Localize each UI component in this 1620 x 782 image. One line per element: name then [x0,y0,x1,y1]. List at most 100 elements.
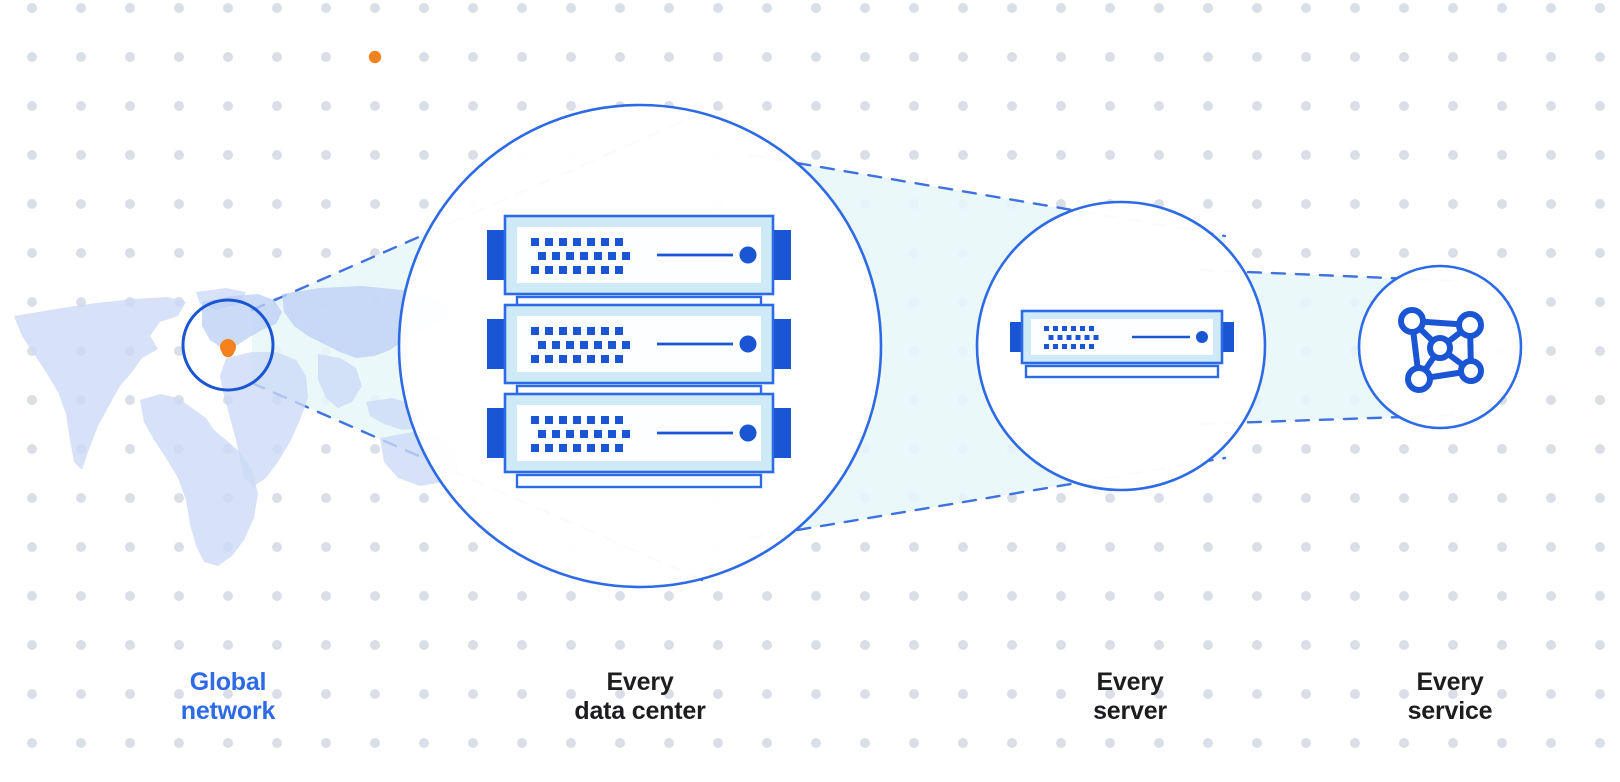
stage-global-network [181,298,275,392]
server-vent-dot [1089,326,1094,331]
rack-vent-dot [559,238,567,246]
node-graph-node [1405,365,1433,393]
grid-dot [1497,199,1507,209]
grid-dot [1546,444,1556,454]
grid-dot [1399,689,1409,699]
grid-dot [1546,297,1556,307]
grid-dot [909,542,919,552]
rack-vent-dot [559,416,567,424]
grid-dot [811,640,821,650]
grid-dot [811,150,821,160]
grid-dot [1301,444,1311,454]
grid-dot [1448,101,1458,111]
grid-dot [909,101,919,111]
grid-dot [1105,591,1115,601]
grid-dot [1448,640,1458,650]
grid-dot [1399,52,1409,62]
grid-dot [958,689,968,699]
grid-dot [76,738,86,748]
rack-vent-dot [552,430,560,438]
grid-dot [1301,542,1311,552]
rack-vent-dot [580,341,588,349]
grid-dot [566,640,576,650]
grid-dot [174,738,184,748]
grid-dot [615,52,625,62]
grid-dot [27,199,37,209]
rack-vent-dot [573,444,581,452]
grid-dot [1350,444,1360,454]
grid-dot [762,52,772,62]
grid-dot [1448,738,1458,748]
grid-dot [811,542,821,552]
rack-vent-dot [608,341,616,349]
grid-dot [125,640,135,650]
grid-dot [174,248,184,258]
grid-dot [468,101,478,111]
grid-dot [223,3,233,13]
grid-dot [1056,738,1066,748]
grid-dot [125,738,135,748]
grid-dot [1154,150,1164,160]
grid-dot [1350,738,1360,748]
grid-dot [125,199,135,209]
grid-dot [1154,52,1164,62]
grid-dot [1497,493,1507,503]
grid-dot [909,689,919,699]
grid-dot [1252,150,1262,160]
grid-dot [1301,248,1311,258]
caption-line: Every [1416,668,1484,696]
grid-dot [811,689,821,699]
grid-dot [713,52,723,62]
grid-dot [76,52,86,62]
grid-dot [419,640,429,650]
grid-dot [1252,444,1262,454]
grid-dot [958,542,968,552]
grid-dot [1154,738,1164,748]
grid-dot [762,640,772,650]
rack-ear-left [487,408,507,458]
rack-vent-dot [601,355,609,363]
grid-dot [125,542,135,552]
lens-outline [975,200,1267,492]
rack-vent-dot [538,252,546,260]
grid-dot [321,738,331,748]
rack-vent-dot [538,341,546,349]
lens-outline [397,103,883,589]
rack-status-dot [739,424,757,442]
grid-dot [1546,346,1556,356]
rack-vent-dot [552,252,560,260]
grid-dot [76,3,86,13]
grid-dot [958,52,968,62]
rack-vent-dot [573,416,581,424]
grid-dot [1301,3,1311,13]
grid-dot [1399,444,1409,454]
rack-vent-dot [566,341,574,349]
grid-dot [1595,542,1605,552]
grid-dot [909,3,919,13]
grid-dot [370,493,380,503]
grid-dot [811,738,821,748]
grid-dot [664,3,674,13]
server-vent-dot [1053,344,1058,349]
grid-dot [321,493,331,503]
grid-dot [1301,689,1311,699]
cone-edge-dashed [748,456,1227,540]
grid-dot [1056,591,1066,601]
grid-dot [76,493,86,503]
server-vent-dot [1080,344,1085,349]
grid-dot [272,640,282,650]
grid-dot [223,101,233,111]
grid-dot [1154,689,1164,699]
grid-dot [76,150,86,160]
server-vent-dot [1093,335,1099,340]
grid-dot [1595,738,1605,748]
grid-dot [370,444,380,454]
grid-dot [1546,591,1556,601]
grid-dot [1448,689,1458,699]
grid-dot [517,689,527,699]
grid-dot [321,52,331,62]
grid-dot [1546,248,1556,258]
rack-vent-dot [573,355,581,363]
grid-dot [860,3,870,13]
rack-vent-dot [615,355,623,363]
